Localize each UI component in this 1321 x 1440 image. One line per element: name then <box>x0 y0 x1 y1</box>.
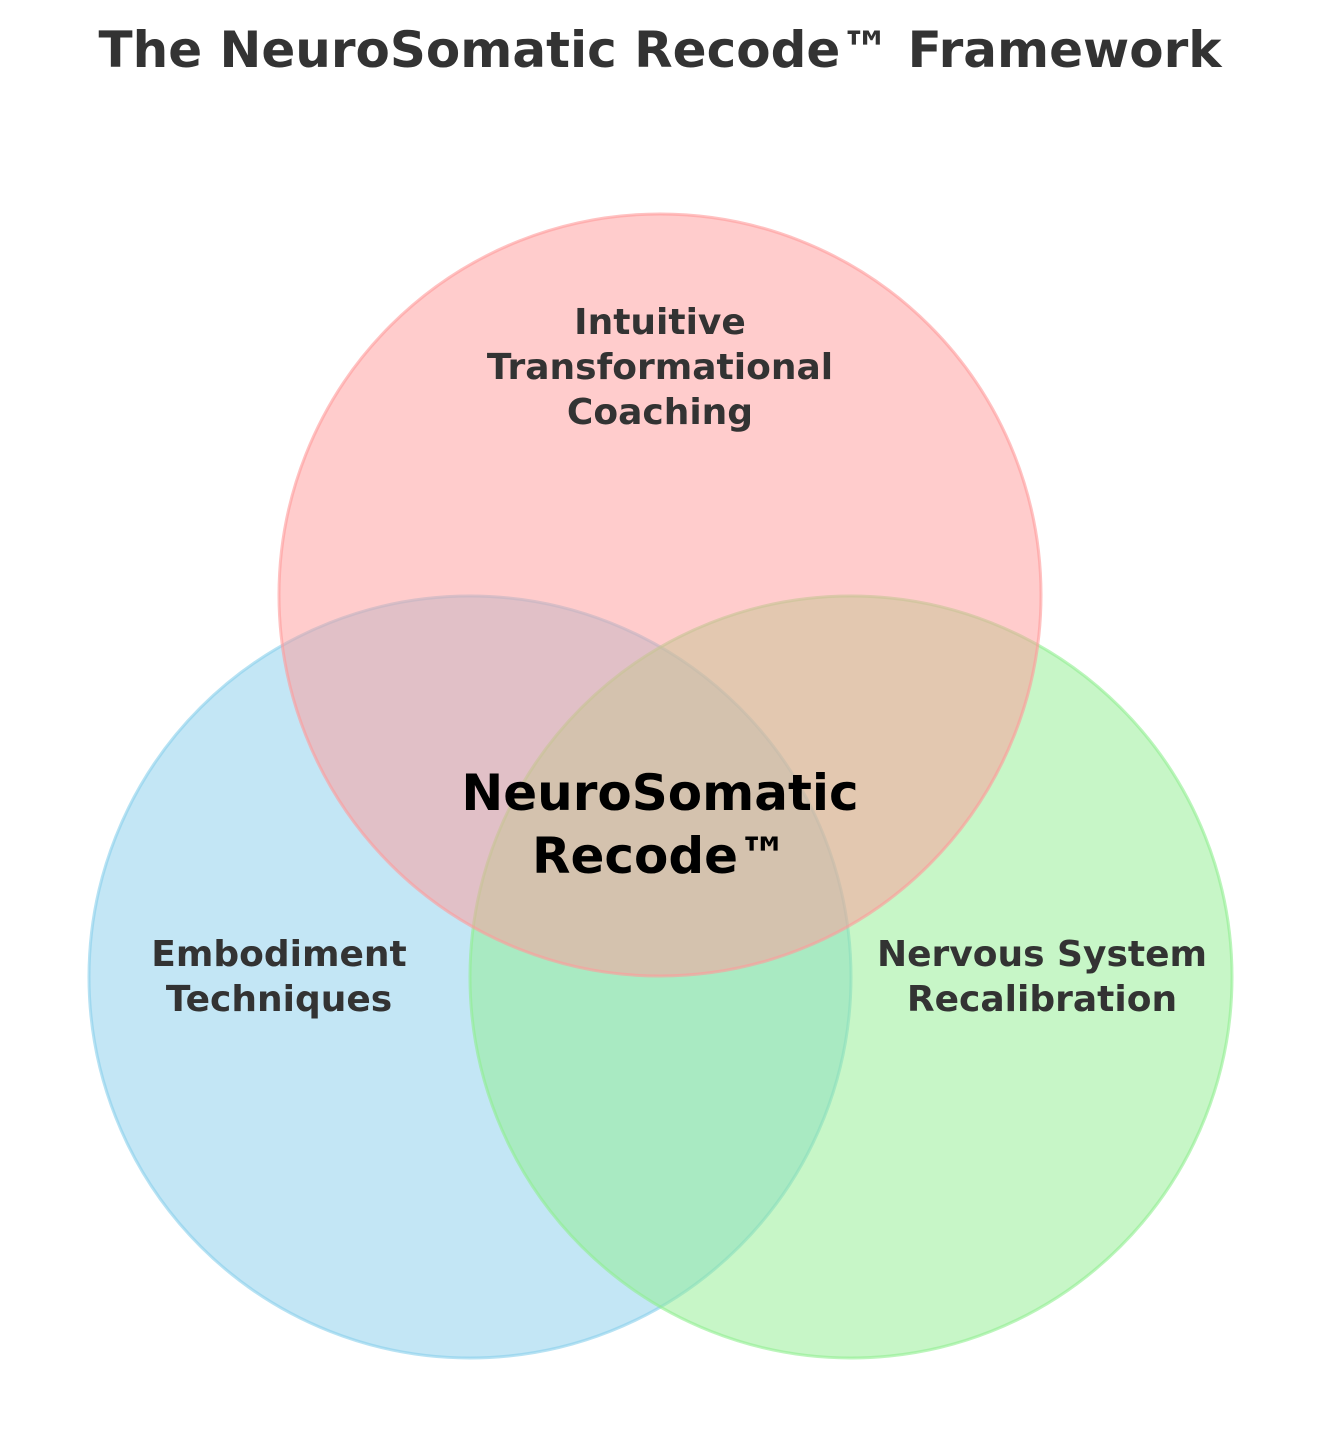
circle-coaching <box>277 212 1043 978</box>
center-label-line1: NeuroSomatic <box>461 764 858 822</box>
diagram-title: The NeuroSomatic Recode™ Framework <box>99 21 1224 79</box>
label-coaching-line1: Intuitive <box>574 302 746 343</box>
label-coaching-line2: Transformational <box>487 347 833 388</box>
label-embodiment-line2: Techniques <box>166 979 392 1020</box>
center-label-line2: Recode™ <box>532 827 788 885</box>
label-embodiment-line1: Embodiment <box>151 934 406 975</box>
label-coaching-line3: Coaching <box>567 392 753 433</box>
label-nervous-line2: Recalibration <box>907 979 1177 1020</box>
label-nervous-line1: Nervous System <box>877 934 1207 975</box>
